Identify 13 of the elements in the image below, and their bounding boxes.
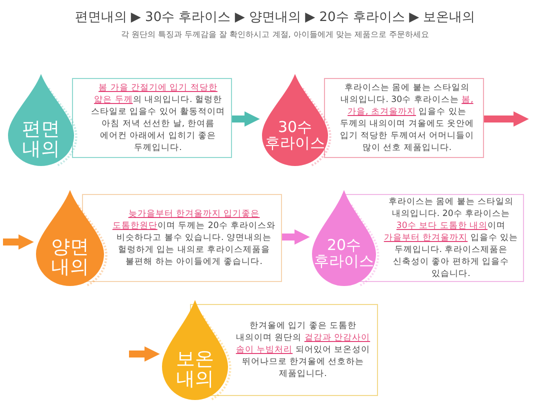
description-text: 봄 가을 간절기에 입기 적당한 얇은 두께의 내의입니다. 헐렁한 스타일로 입을수 있어 활동적이며 아침 저녁 선선한 날, 한여름 에어컨 아래에서 입히기 좋은 두께입니다.: [90, 82, 226, 154]
description-text: 후라이스는 몸에 붙는 스타일의 내의입니다. 30수 후라이스는 봄, 가을, 초겨울까지 입을수 있는 두께의 내의이며 겨울에도 옷안에 입기 적당한 두께여서 어머니들이 많이 선호 제품입니다.: [338, 82, 476, 154]
arrow: [129, 346, 160, 362]
subtitle: 각 원단의 특징과 두께감을 잘 확인하시고 계절, 아이들에게 맞는 제품으로 주문하세요: [120, 29, 430, 40]
description-text: 늦가을부터 한겨울까지 입기좋은 도톰한원단이며 두께는 20수 후라이스와 비슷하다고 볼수 있습니다. 양면내의는 헐렁하게 입는 내의로 후라이스제품을 불편해 하는 아이들에게 좋습니다.: [111, 208, 277, 268]
arrow: [282, 229, 310, 245]
drop-title: 20수 후라이스: [313, 238, 375, 270]
arrow: [484, 111, 529, 127]
description-text: 한겨울에 입기 좋은 도톰한 내의이며 원단의 겉감과 안감사이 솜이 누빔처리 되어있어 보온성이 뛰어나므로 한겨울에 선호하는 제품입니다.: [234, 320, 372, 380]
arrow: [232, 111, 260, 127]
title: 편면내의 ▶ 30수 후라이스 ▶ 양면내의 ▶ 20수 후라이스 ▶ 보온내의: [74, 9, 476, 26]
arrow: [3, 234, 34, 250]
description-text: 후라이스는 몸에 붙는 스타일의 내의입니다. 20수 후라이스는 30수 보다 도톰한 내의이며 가을부터 한겨울까지 입을수 있는 두께입니다. 후라이스제품은 신축성이 좋아 편하게 입을수 있습니다.: [383, 196, 519, 280]
